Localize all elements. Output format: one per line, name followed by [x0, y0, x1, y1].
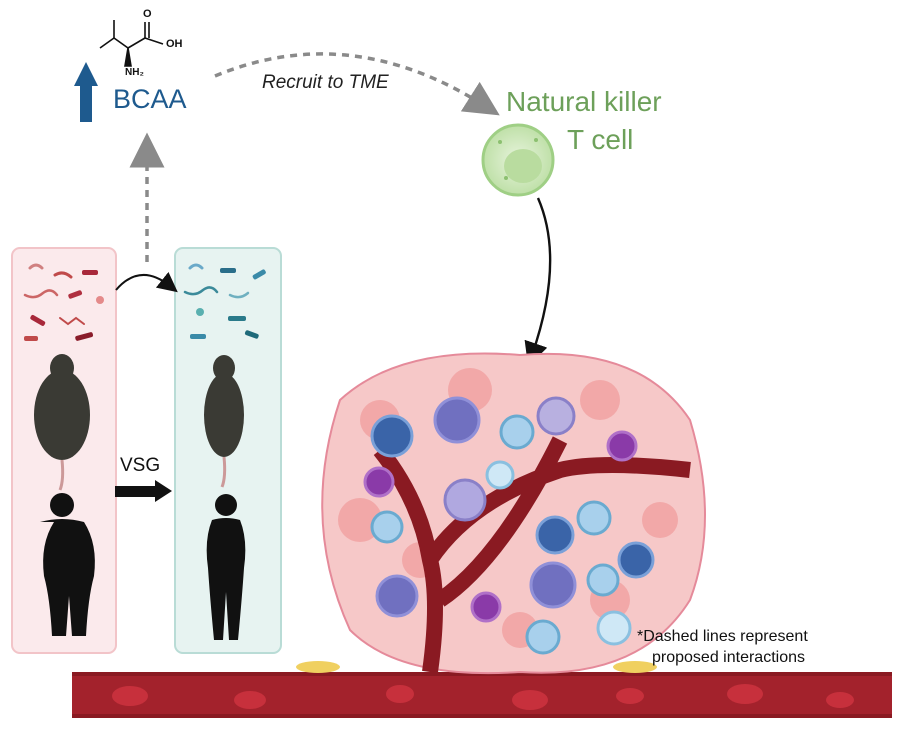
molecule-amine-label: NH₂: [125, 67, 144, 78]
nk-cell-label-line2: T cell: [567, 124, 634, 155]
nk-cell-label-line1: Natural killer: [506, 86, 662, 117]
bcaa-molecule: [99, 20, 164, 67]
obese-mouse-icon: [34, 354, 90, 491]
microbiome-before-icon: [23, 263, 104, 341]
molecule-oxygen-label: O: [143, 8, 152, 20]
tumor-microenvironment: [321, 352, 706, 675]
blood-vessel: [72, 661, 892, 718]
recruit-label: Recruit to TME: [262, 72, 389, 93]
nk-cell-icon: [481, 123, 555, 197]
obese-human-icon: [40, 493, 95, 636]
lean-human-icon: [206, 494, 246, 640]
footnote-line2: proposed interactions: [652, 649, 805, 666]
up-arrow-icon: [74, 62, 98, 122]
footnote-line1: *Dashed lines represent: [637, 628, 808, 645]
molecule-hydroxyl-label: OH: [166, 38, 183, 50]
immune-cells: [363, 396, 655, 655]
vsg-arrow: [115, 480, 172, 502]
bcaa-label: BCAA: [113, 84, 187, 114]
arrow-nk-to-tumor: [524, 197, 552, 367]
vsg-label: VSG: [120, 455, 161, 476]
arrow-before-to-after: [115, 271, 178, 293]
microbiome-after-icon: [183, 263, 266, 339]
lean-mouse-icon: [204, 355, 244, 488]
